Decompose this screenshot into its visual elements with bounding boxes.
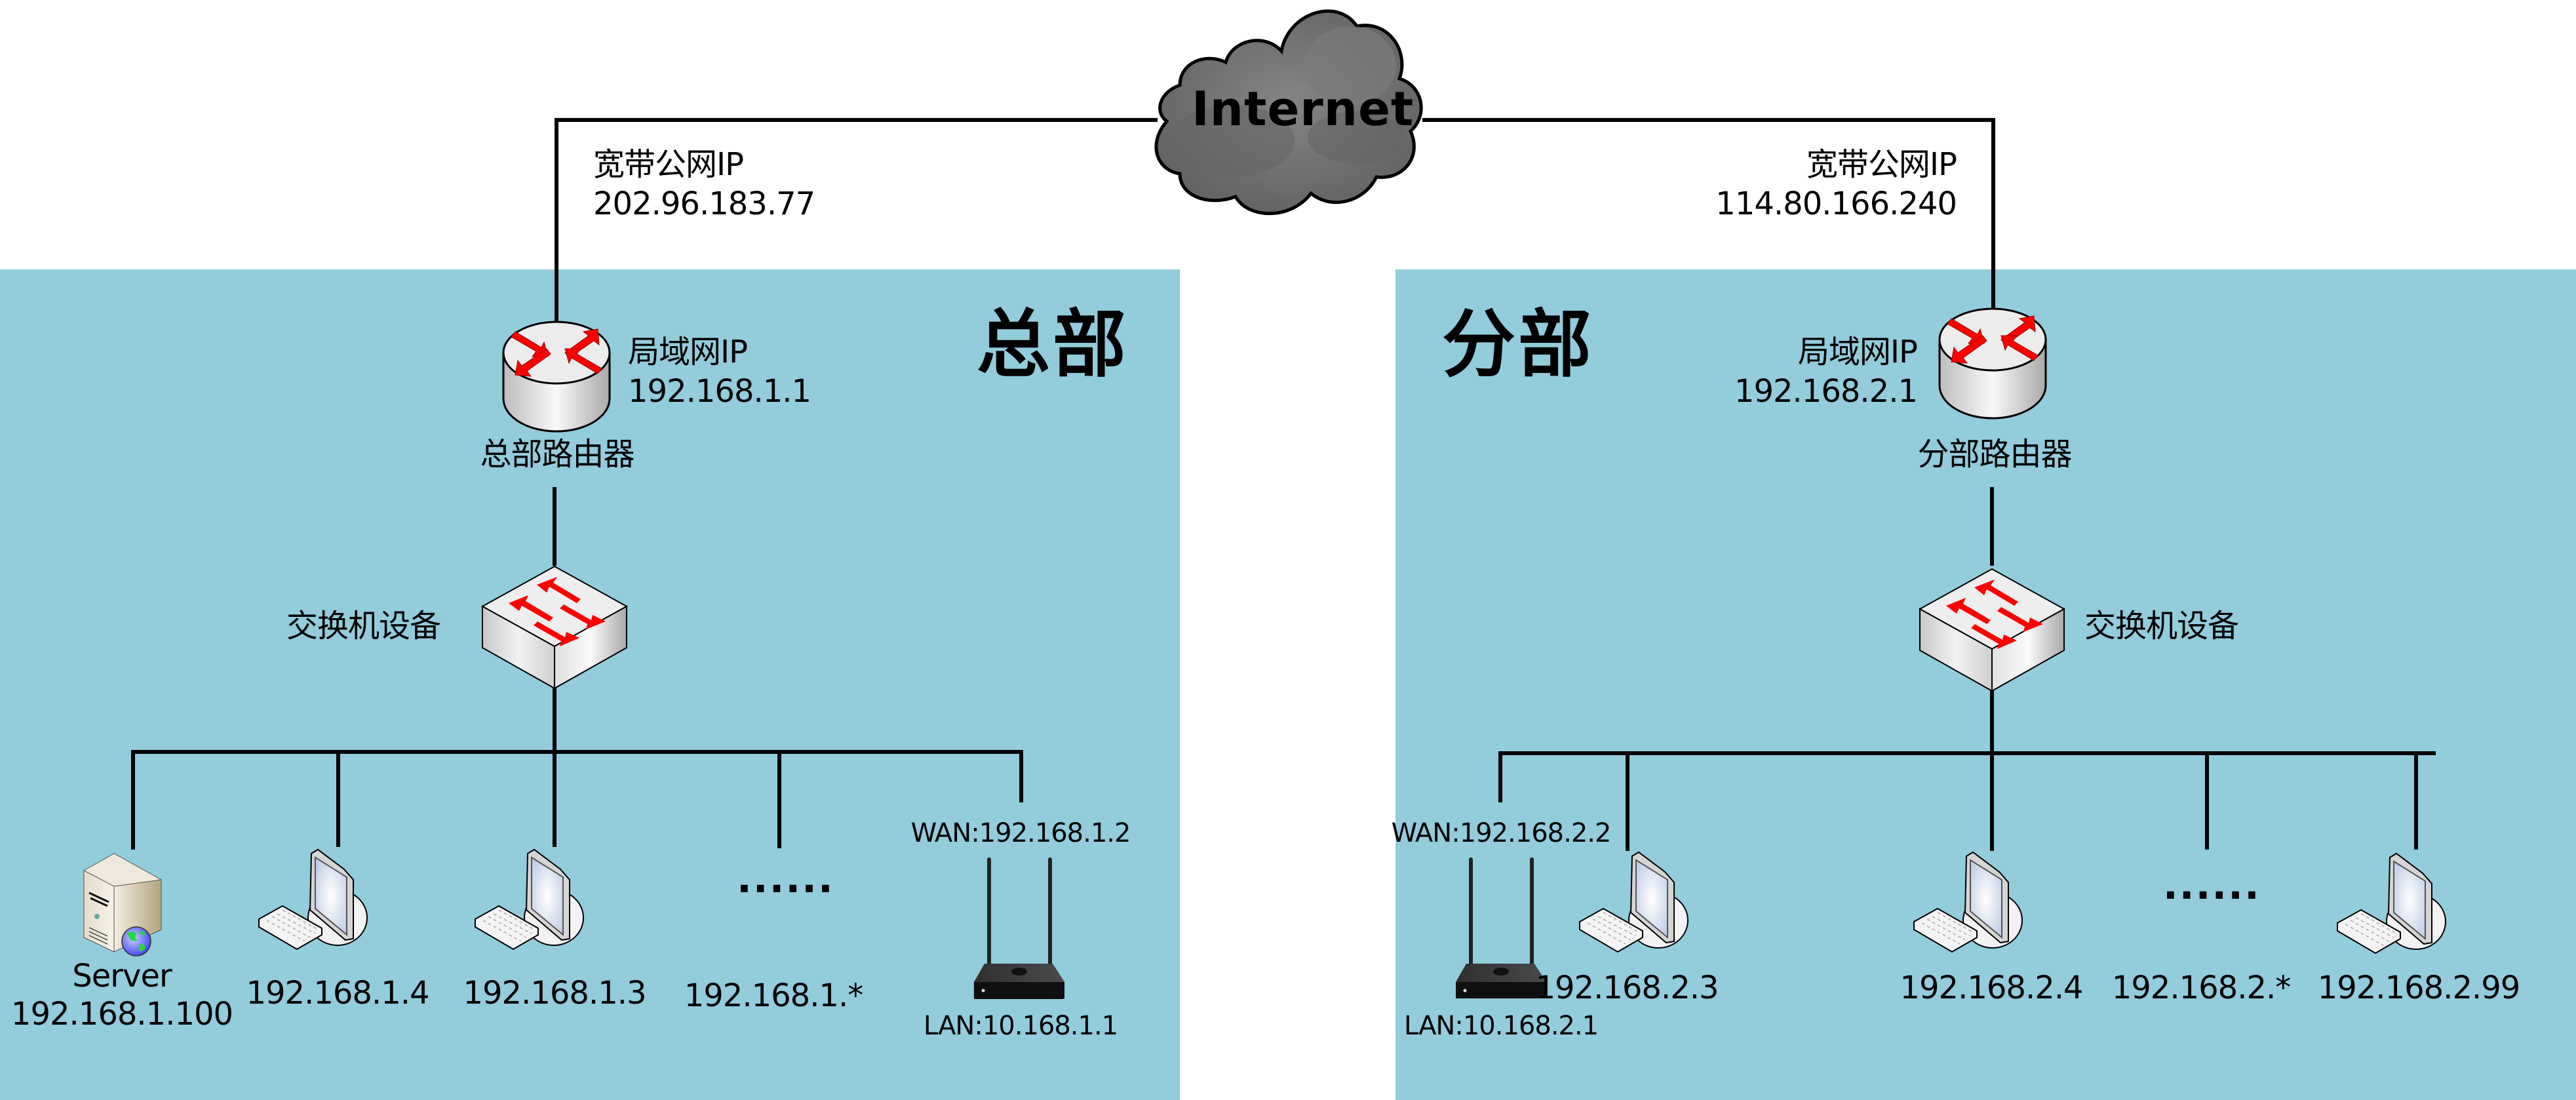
hq-drop-server bbox=[131, 750, 135, 850]
hq-router-lan-label: 局域网IP bbox=[628, 334, 748, 370]
hq-server-ip: 192.168.1.100 bbox=[10, 996, 233, 1032]
hq-router-name: 总部路由器 bbox=[480, 436, 634, 473]
hq-bus bbox=[131, 750, 1023, 754]
hq-router[interactable] bbox=[501, 320, 612, 435]
branch-drop-pc1 bbox=[1626, 751, 1630, 851]
hq-wan-wire-vertical bbox=[555, 118, 558, 324]
hq-switch[interactable] bbox=[480, 565, 629, 690]
hq-wifi-wan: WAN:192.168.1.2 bbox=[910, 818, 1131, 848]
branch-drop-ellipsis bbox=[2205, 751, 2209, 850]
branch-pc-2[interactable] bbox=[1913, 848, 2032, 953]
internet-label: Internet bbox=[1192, 81, 1415, 136]
branch-router[interactable] bbox=[1937, 307, 2048, 422]
router-icon bbox=[1938, 307, 2047, 420]
hq-more-devices-ellipsis: ······ bbox=[737, 866, 834, 912]
hq-drop-pc1 bbox=[336, 750, 340, 847]
branch-wan-wire-vertical bbox=[1991, 118, 1995, 321]
hq-public-ip-label: 宽带公网IP bbox=[593, 146, 744, 183]
router-icon bbox=[502, 321, 611, 433]
branch-drop-pc2 bbox=[1990, 751, 1994, 851]
hq-wan-wire-horizontal bbox=[555, 118, 1158, 122]
computer-icon bbox=[1579, 851, 1688, 953]
branch-router-lan-label: 局域网IP bbox=[1797, 334, 1918, 370]
branch-public-ip-label: 宽带公网IP bbox=[1806, 146, 1957, 183]
branch-router-name: 分部路由器 bbox=[1917, 436, 2072, 473]
cloud-icon bbox=[1154, 9, 1423, 216]
hq-public-ip: 202.96.183.77 bbox=[593, 186, 815, 222]
switch-icon bbox=[480, 565, 629, 690]
branch-bus bbox=[1498, 751, 2436, 755]
switch-icon bbox=[1918, 568, 2066, 692]
computer-icon bbox=[258, 848, 368, 951]
wireless-router-icon bbox=[973, 857, 1064, 999]
branch-router-lan-ip: 192.168.2.1 bbox=[1734, 373, 1918, 410]
hq-switch-label: 交换机设备 bbox=[286, 608, 441, 644]
hq-pc-1-ip: 192.168.1.4 bbox=[246, 975, 429, 1012]
branch-pc-1-ip: 192.168.2.3 bbox=[1535, 970, 1719, 1006]
hq-pc-2[interactable] bbox=[475, 846, 593, 951]
hq-wifi-lan: LAN:10.168.1.1 bbox=[923, 1011, 1118, 1041]
branch-wifi-lan: LAN:10.168.2.1 bbox=[1403, 1011, 1599, 1041]
hq-switch-bus-wire bbox=[553, 688, 556, 753]
branch-pc-2-ip: 192.168.2.4 bbox=[1900, 970, 2083, 1006]
hq-wireless-router[interactable] bbox=[944, 852, 1095, 1003]
branch-title: 分部 bbox=[1442, 302, 1594, 387]
branch-more-devices-ellipsis: ······ bbox=[2163, 873, 2261, 918]
hq-more-devices-ip: 192.168.1.* bbox=[684, 977, 864, 1014]
branch-drop-pc3 bbox=[2414, 751, 2418, 850]
hq-drop-pc2 bbox=[553, 750, 556, 847]
branch-public-ip: 114.80.166.240 bbox=[1715, 186, 1957, 222]
branch-wifi-wan: WAN:192.168.2.2 bbox=[1391, 818, 1612, 848]
branch-pc-3-ip: 192.168.2.99 bbox=[2317, 970, 2521, 1006]
branch-switch-label: 交换机设备 bbox=[2084, 608, 2239, 644]
branch-switch[interactable] bbox=[1918, 568, 2066, 692]
branch-switch-bus-wire bbox=[1990, 691, 1994, 755]
computer-icon bbox=[1913, 851, 2023, 953]
server-icon bbox=[83, 853, 163, 956]
branch-drop-wifi bbox=[1498, 751, 1502, 802]
computer-icon bbox=[2337, 852, 2446, 954]
branch-more-devices-ip: 192.168.2.* bbox=[2111, 970, 2292, 1006]
branch-pc-3[interactable] bbox=[2337, 850, 2455, 954]
hq-pc-2-ip: 192.168.1.3 bbox=[463, 975, 646, 1012]
branch-wireless-router[interactable] bbox=[1426, 852, 1576, 1003]
internet-cloud: Internet bbox=[1141, 0, 1435, 223]
computer-icon bbox=[475, 848, 584, 951]
branch-wan-wire-horizontal bbox=[1422, 118, 1995, 122]
hq-pc-1[interactable] bbox=[258, 846, 377, 951]
hq-title: 总部 bbox=[977, 302, 1129, 387]
hq-router-switch-wire bbox=[553, 487, 556, 566]
hq-drop-wifi bbox=[1019, 750, 1023, 802]
hq-router-lan-ip: 192.168.1.1 bbox=[628, 373, 811, 410]
wireless-router-icon bbox=[1456, 857, 1546, 998]
branch-router-switch-wire bbox=[1990, 487, 1994, 566]
hq-server-name: Server bbox=[72, 958, 172, 994]
hq-server[interactable] bbox=[83, 846, 163, 956]
hq-drop-ellipsis bbox=[777, 750, 781, 848]
branch-pc-1[interactable] bbox=[1579, 848, 1698, 953]
